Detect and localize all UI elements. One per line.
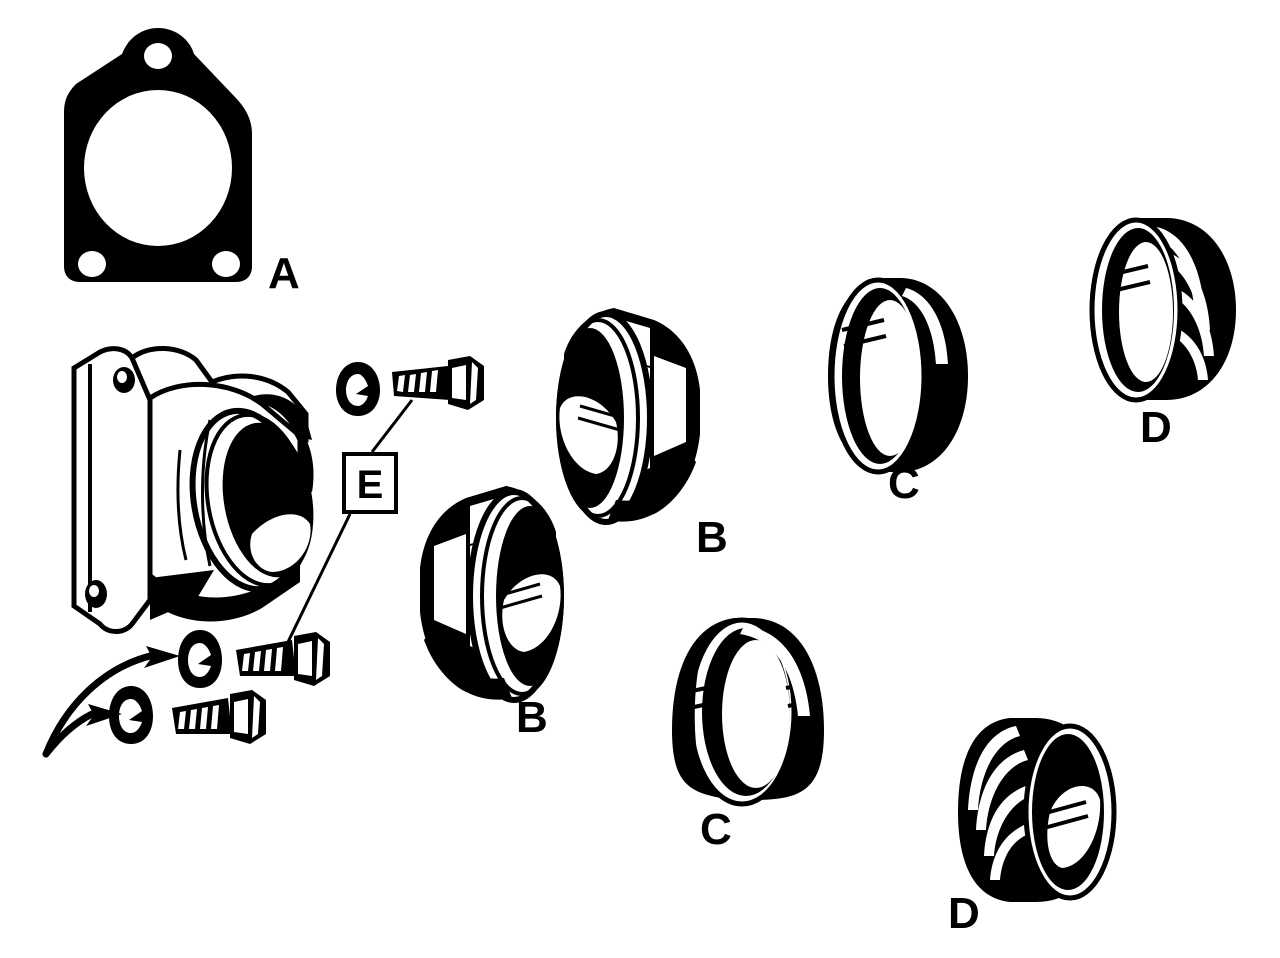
part-bolt-upper [392, 356, 484, 410]
leader-e-lower [286, 513, 352, 643]
part-connector-body [71, 345, 314, 634]
connector-hole-lower-highlight [89, 585, 99, 597]
label-e-box [342, 452, 398, 514]
hex-nut-left-bore-line-2 [499, 594, 543, 610]
bolt-upper-head-facet [452, 365, 466, 400]
part-lockwasher-mid [178, 630, 222, 688]
part-lockwasher-upper [336, 362, 380, 416]
connector-barrel-line-2 [201, 419, 212, 567]
hex-nut-right-shadow [608, 454, 696, 522]
bolt-upper-threads [397, 370, 438, 392]
part-gasket-a [64, 28, 252, 282]
gasket-center-bore [84, 90, 232, 246]
connector-flange-plate [71, 346, 153, 634]
connector-top-rib [254, 394, 312, 440]
gasket-hole-bottom-right [212, 251, 240, 277]
connector-bore-edge-line [234, 449, 301, 477]
connector-barrel-line-1 [176, 449, 188, 561]
label-a: A [268, 249, 300, 298]
part-hex-nut-left [420, 486, 564, 703]
arrow-upper-head [144, 646, 180, 668]
label-c-left: C [700, 805, 732, 854]
adapter-lower-groove-2 [1043, 814, 1089, 830]
hex-nut-left-bore-highlight [502, 574, 561, 652]
connector-right-lug [294, 430, 314, 492]
label-e-group: E [286, 399, 414, 643]
hex-nut-right-bore-line-2 [577, 416, 621, 432]
gasket-hole-top [144, 43, 172, 69]
adapter-upper-bore-inner [1119, 242, 1173, 382]
arrow-lower-head [86, 704, 122, 726]
lockwasher-upper-body [336, 362, 380, 416]
arrow-upper-shaft [42, 652, 154, 758]
part-adapter-upper [1089, 217, 1236, 403]
hex-nut-right-bore-highlight [559, 396, 618, 474]
hex-nut-left-facet-left [434, 534, 466, 634]
part-bolt-mid [236, 632, 330, 686]
sleeve-left-bore-inner [722, 640, 790, 788]
bolt-lower-head-facet [234, 699, 248, 734]
leader-e-upper [370, 399, 414, 453]
label-c-right: C [888, 459, 920, 508]
lockwasher-lower-body [109, 686, 153, 744]
part-bolt-lower [172, 690, 266, 744]
part-hex-nut-right [556, 308, 700, 525]
part-adapter-lower [958, 718, 1117, 902]
hex-nut-left-bore-line-1 [497, 582, 541, 598]
adapter-lower-bore-inner [1047, 786, 1101, 868]
arrow-lower-shaft [42, 710, 96, 758]
label-d-lower: D [948, 889, 980, 938]
hex-nut-left-shadow [424, 632, 512, 700]
adapter-upper-groove-2 [1107, 280, 1151, 294]
sleeve-right-highlight [902, 288, 948, 364]
gasket-hole-bottom-left [78, 251, 106, 277]
connector-flange-shadow [150, 570, 214, 620]
label-b-left: B [516, 693, 548, 742]
bolt-mid-head-facet [298, 641, 312, 676]
label-e-text: E [357, 463, 384, 507]
sleeve-left-seam [690, 649, 704, 785]
part-sleeve-right [828, 277, 968, 475]
sleeve-right-groove-2 [843, 334, 887, 348]
label-d-upper: D [1140, 403, 1172, 452]
label-b-right: B [696, 513, 728, 562]
bolt-upper-head-facet-2 [470, 362, 478, 404]
sleeve-right-groove-1 [841, 318, 885, 332]
sleeve-left-highlight [740, 626, 810, 716]
bolt-mid-threads [242, 647, 283, 671]
connector-barrel-shadow [150, 556, 300, 622]
assembly-arrows [42, 646, 180, 758]
part-lockwasher-lower [109, 686, 153, 744]
connector-bore-highlight [250, 514, 311, 572]
adapter-upper-groove-1 [1105, 264, 1149, 278]
part-sleeve-left [672, 617, 824, 807]
bolt-lower-head-facet-2 [252, 696, 260, 738]
bolt-mid-head-facet-2 [316, 638, 324, 680]
connector-hole-upper-highlight [117, 371, 127, 383]
lockwasher-mid-body [178, 630, 222, 688]
sleeve-right-seam [916, 335, 930, 447]
adapter-lower-groove-1 [1041, 800, 1087, 816]
hex-nut-right-bore-line-1 [579, 404, 623, 420]
hex-nut-right-facet-left [654, 356, 686, 456]
bolt-lower-threads [178, 705, 219, 729]
